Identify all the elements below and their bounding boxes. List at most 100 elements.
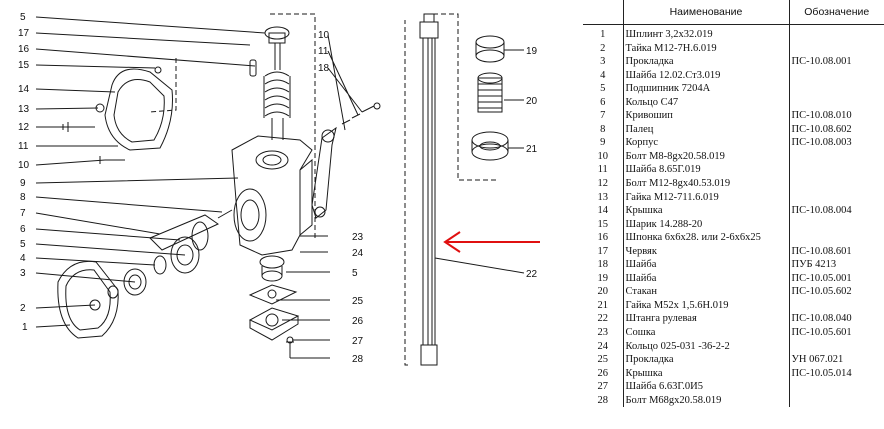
row-name: Штанга рулевая [622, 312, 789, 327]
table-row: 6 Кольцо С47 [583, 95, 884, 110]
row-designation: ПС-10.08.004 [788, 204, 884, 218]
row-designation [788, 177, 884, 191]
table-row: 12 Болт М12-8gx40.53.019 [583, 177, 884, 191]
row-number: 12 [597, 178, 609, 190]
row-number: 16 [597, 232, 609, 244]
row-designation [788, 163, 884, 178]
row-number: 26 [597, 367, 609, 379]
gasket-part [57, 260, 119, 339]
crank-part [107, 209, 233, 299]
row-designation: ПС-10.08.601 [788, 244, 884, 259]
row-name: Червяк [622, 244, 789, 259]
row-name: Сошка [622, 326, 789, 340]
row-designation [788, 380, 884, 394]
callout-label: 27 [352, 336, 364, 347]
row-name: Шайба 8.65Г.019 [622, 163, 789, 178]
row-number: 14 [597, 205, 609, 217]
row-designation: ПС-10.08.003 [788, 136, 884, 150]
callout-label: 8 [20, 192, 26, 203]
callout-label: 12 [18, 122, 30, 133]
cover-plate-part [104, 66, 173, 151]
callout-label: 25 [352, 296, 364, 307]
row-number: 28 [597, 394, 609, 406]
row-designation [788, 339, 884, 354]
row-designation: ПС-10.05.014 [788, 366, 884, 381]
row-designation: ПС-10.05.001 [788, 271, 884, 286]
row-designation: ПС-10.08.040 [788, 312, 884, 327]
row-number: 20 [597, 286, 609, 298]
row-designation: ПУБ 4213 [788, 258, 884, 272]
row-name: Кольцо 025-031 -36-2-2 [622, 339, 789, 354]
row-name: Шайба [622, 258, 789, 272]
callout-label: 18 [318, 63, 330, 74]
dashed-assembly-line-rod-bottom [404, 20, 408, 366]
callout-label: 21 [526, 144, 538, 155]
dashed-assembly-line-rod [425, 13, 496, 181]
row-number: 19 [597, 272, 609, 284]
row-designation [788, 68, 884, 83]
row-number: 4 [600, 69, 606, 81]
pitman-arm-part [311, 102, 381, 219]
steering-housing-part [231, 135, 313, 256]
callout-label: 14 [18, 84, 30, 95]
callout-label: 9 [20, 178, 26, 189]
callout-label: 15 [18, 60, 30, 71]
row-number: 25 [597, 354, 609, 366]
callout-label: 24 [352, 248, 364, 259]
callout-label: 19 [526, 46, 538, 57]
callout-label: 28 [352, 354, 364, 365]
worm-shaft-part [249, 26, 291, 140]
row-number: 8 [600, 123, 606, 135]
callout-label: 2 [20, 303, 26, 314]
leader-lines [35, 16, 525, 359]
exploded-parts-diagram: 5 17 16 15 14 13 12 11 10 9 8 7 6 5 4 3 … [18, 12, 540, 366]
row-number: 15 [597, 218, 609, 230]
row-name: Палец [622, 122, 789, 137]
row-name: Болт М12-8gx40.53.019 [622, 177, 789, 191]
row-name: Шплинт 3,2x32.019 [622, 24, 789, 42]
callout-label: 11 [318, 46, 329, 57]
row-name: Кольцо С47 [622, 95, 789, 110]
row-designation: ПС-10.05.602 [788, 285, 884, 299]
row-number: 18 [597, 259, 609, 271]
row-designation: ПС-10.08.010 [788, 109, 884, 123]
row-name: Кривошип [622, 109, 789, 123]
row-designation [788, 217, 884, 232]
steering-rod-part [419, 13, 439, 366]
callout-label: 5 [20, 239, 26, 250]
callout-labels: 5 17 16 15 14 13 12 11 10 9 8 7 6 5 4 3 … [18, 12, 538, 365]
dashed-assembly-line-left [149, 58, 177, 113]
row-name: Подшипник 7204А [622, 82, 789, 96]
callout-label: 22 [526, 269, 538, 280]
header-name: Наименование [622, 0, 789, 25]
row-designation [788, 298, 884, 313]
row-number: 17 [597, 245, 609, 257]
row-name: Болт М68gx20.58.019 [622, 393, 789, 408]
red-arrow-icon [443, 231, 540, 253]
row-name: Корпус [622, 136, 789, 150]
row-number: 9 [600, 137, 606, 149]
row-name: Шайба 12.02.Ст3.019 [622, 68, 789, 83]
row-name: Гайка М12-711.6.019 [622, 190, 789, 205]
bottom-cover-stack [248, 255, 300, 358]
row-name: Болт М8-8gx20.58.019 [622, 149, 789, 164]
row-number: 6 [600, 96, 606, 108]
row-name: Стакан [622, 285, 789, 299]
row-designation: ПС-10.05.601 [788, 326, 884, 340]
row-designation: ПС-10.08.001 [788, 55, 884, 69]
